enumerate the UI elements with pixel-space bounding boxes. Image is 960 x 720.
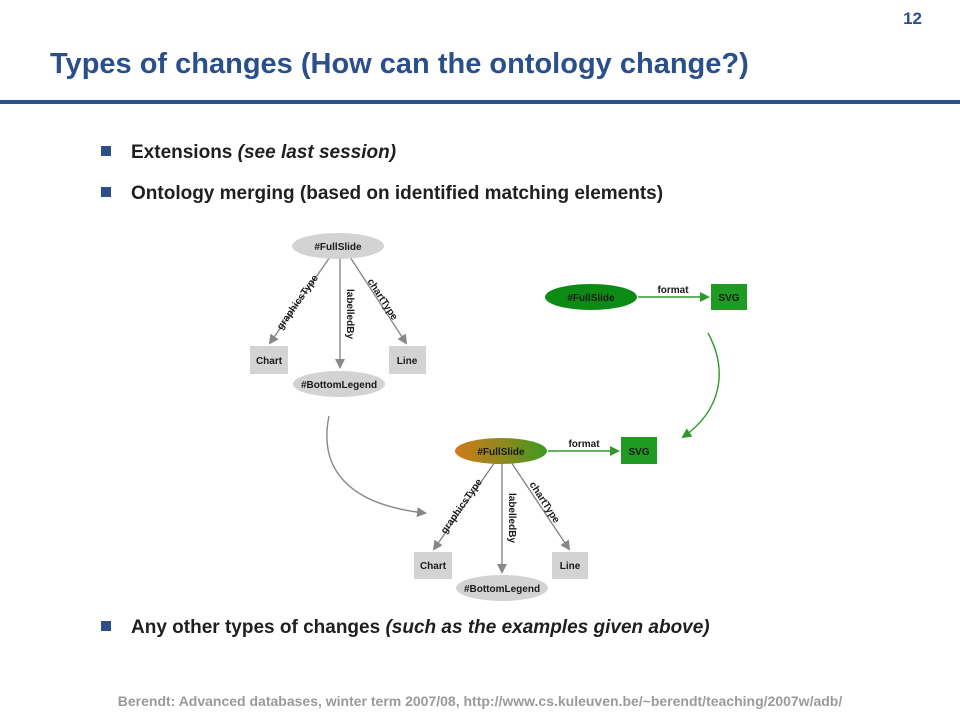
graph-merged: #FullSlide format SVG graphicsType label… [414,437,657,601]
node-ellipse [455,438,547,464]
slide-title: Types of changes (How can the ontology c… [50,48,749,80]
merge-arrow-left [326,415,427,518]
node-box [250,346,288,374]
node-label: #FullSlide [567,293,615,304]
edge-label: graphicsType [275,273,321,332]
edge-label: format [657,285,689,296]
node-ellipse [456,575,548,601]
edge-line [510,461,571,551]
graph-left: #FullSlide graphicsType labelledBy chart… [250,233,426,397]
bullet-italic-text: (see last session) [237,142,397,163]
node-box [414,552,452,579]
edge-label: chartType [527,480,562,526]
node-box [621,437,657,464]
edge-label: chartType [365,277,400,323]
bullet-text: Ontology merging (based on identified ma… [131,183,664,204]
bullet-other-changes: Any other types of changes (such as the … [101,617,710,639]
bullet-ontology-merging: Ontology merging (based on identified ma… [101,183,663,205]
node-label: Line [397,356,418,367]
bullet-square-icon [101,621,111,631]
node-ellipse [545,284,637,310]
bullet-square-icon [101,146,111,156]
slide-number: 12 [903,9,922,28]
node-label: #BottomLegend [301,380,377,391]
bullet-extensions: Extensions (see last session) [101,142,396,164]
bullet-text: Extensions [131,142,238,163]
edge-label: labelledBy [506,493,517,543]
node-label: Chart [420,561,447,572]
edge-line [349,256,408,345]
bullet-text: Any other types of changes [131,617,386,638]
slide-footer: Berendt: Advanced databases, winter term… [117,693,843,709]
node-box [711,284,747,310]
merge-arrow-right [681,332,720,439]
node-ellipse [292,233,384,259]
bullet-italic-text: (such as the examples given above) [385,617,710,638]
node-label: SVG [718,293,739,304]
node-label: SVG [628,447,649,458]
node-label: #FullSlide [477,447,525,458]
edge-label: labelledBy [344,289,355,339]
node-box [389,346,426,374]
node-label: Line [560,561,581,572]
bullet-square-icon [101,187,111,197]
node-label: #FullSlide [314,242,362,253]
edge-label: format [568,439,600,450]
edge-line [432,461,496,551]
node-label: #BottomLegend [464,584,540,595]
node-label: Chart [256,356,283,367]
node-box [552,552,588,579]
graph-right: #FullSlide format SVG [545,284,747,310]
node-ellipse [293,371,385,397]
edge-line [268,256,331,345]
edge-label: graphicsType [439,477,485,536]
title-divider [0,100,960,104]
